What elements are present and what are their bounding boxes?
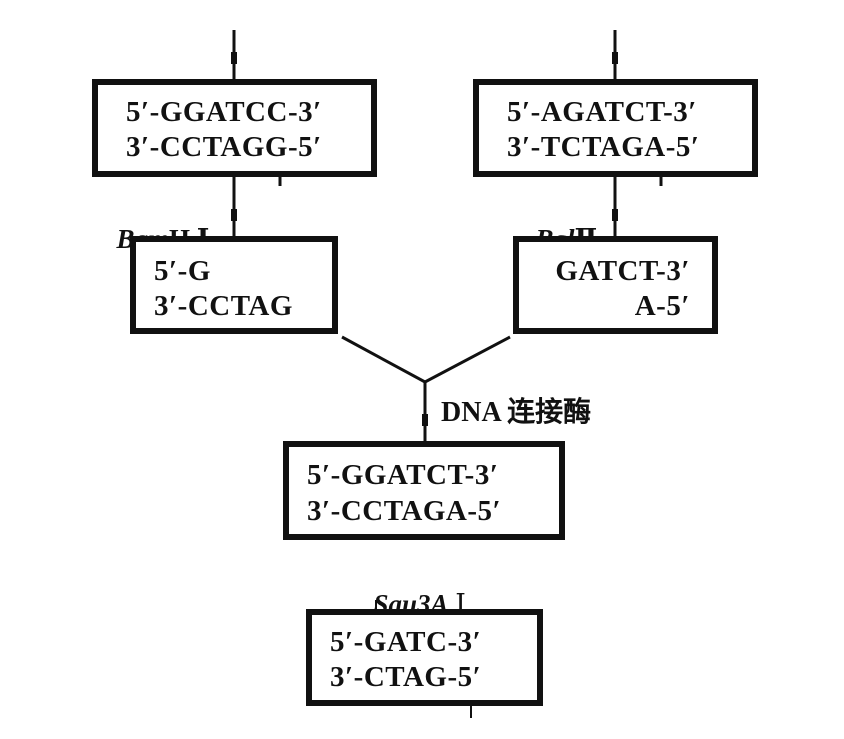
merge-line-right <box>424 335 511 384</box>
ligase-label: DNA 连接酶 <box>441 397 592 428</box>
bamhi-site-bottom-strand: 3′-CCTAGG-5′ <box>126 131 322 163</box>
ligase-arrow-mark <box>422 414 428 426</box>
bglii-fragment-box: GATCT-3′ A-5′ <box>513 236 718 334</box>
bamhi-site-top-strand: 5′-GGATCC-3′ <box>126 96 322 128</box>
bamhi-fragment-box: 5′-G 3′-CCTAG <box>130 236 338 334</box>
bglii-fragment-bottom-strand: A-5′ <box>634 290 690 322</box>
bglii-site-box: 5′-AGATCT-3′ 3′-TCTAGA-5′ <box>473 79 758 177</box>
sau3ai-site-box: 5′-GATC-3′ 3′-CTAG-5′ <box>306 609 543 706</box>
bglii-arrow-mark <box>612 209 618 221</box>
sau3ai-label-roman: Ⅰ <box>448 589 466 619</box>
ligated-product-box: 5′-GGATCT-3′ 3′-CCTAGA-5′ <box>283 441 565 540</box>
cut-mark-top-right <box>612 52 618 64</box>
bglii-site-bottom-strand: 3′-TCTAGA-5′ <box>507 131 700 163</box>
bamhi-fragment-bottom-strand: 3′-CCTAG <box>154 290 293 322</box>
bglii-site-top-strand: 5′-AGATCT-3′ <box>507 96 697 128</box>
bamhi-fragment-top-strand: 5′-G <box>154 255 211 287</box>
ligated-top-strand: 5′-GGATCT-3′ <box>307 459 499 491</box>
sau3ai-bottom-strand: 3′-CTAG-5′ <box>330 661 482 693</box>
ligated-bottom-strand: 3′-CCTAGA-5′ <box>307 495 502 527</box>
bamhi-site-box: 5′-GGATCC-3′ 3′-CCTAGG-5′ <box>92 79 377 177</box>
bamhi-arrow-mark <box>231 209 237 221</box>
bglii-fragment-top-strand: GATCT-3′ <box>555 255 690 287</box>
merge-line-left <box>341 335 426 384</box>
cut-mark-top-left <box>231 52 237 64</box>
sau3ai-top-strand: 5′-GATC-3′ <box>330 626 482 658</box>
